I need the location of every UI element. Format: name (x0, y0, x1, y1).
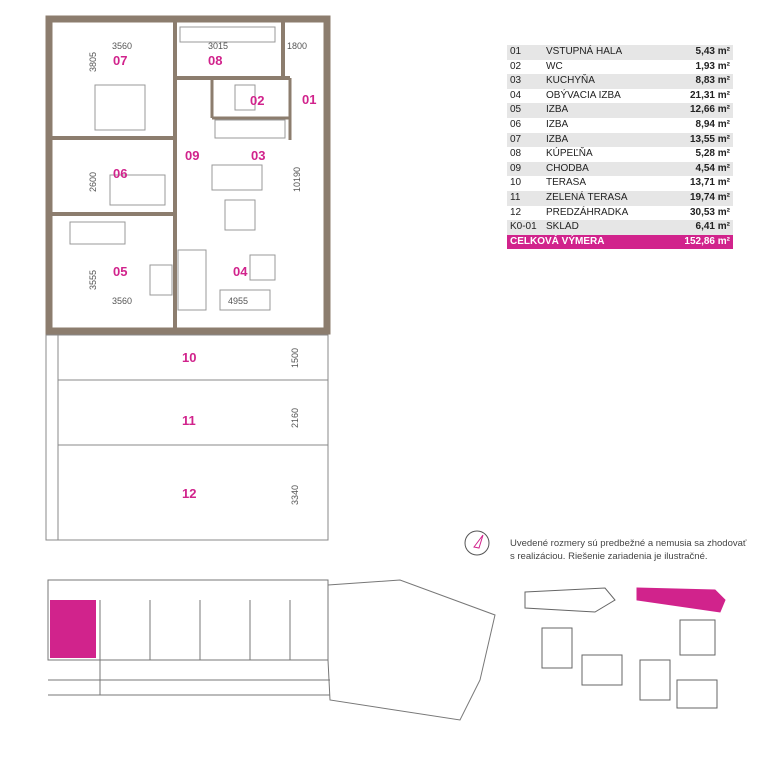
room-name: KUCHYŇA (546, 75, 595, 87)
room-number: 12 (510, 206, 522, 218)
svg-text:3560: 3560 (112, 41, 132, 51)
room-name: ZELENÁ TERASA (546, 191, 628, 203)
svg-text:3555: 3555 (88, 270, 98, 290)
room-area: 5,43 m² (695, 46, 730, 57)
table-row: 05 IZBA 12,66 m² (507, 103, 733, 118)
room-number: 04 (510, 89, 522, 101)
table-row: 10 TERASA 13,71 m² (507, 176, 733, 191)
dimension-labels: 3560 3015 1800 3805 2600 10190 3555 3560… (88, 41, 307, 505)
svg-text:3805: 3805 (88, 52, 98, 72)
svg-text:10190: 10190 (292, 167, 302, 192)
room-number: 03 (510, 75, 522, 87)
room-number: 07 (510, 133, 522, 145)
room-area: 8,94 m² (695, 118, 730, 130)
room-area-table: 01 VSTUPNÁ HALA 5,43 m² 02 WC 1,93 m² 03 KUCHYŇ… (507, 45, 733, 250)
total-area: 152,86 m² (684, 235, 730, 247)
room-area: 19,74 m² (689, 191, 730, 203)
room-area: 13,71 m² (689, 177, 730, 189)
room-name: TERASA (546, 177, 587, 189)
room-number: 02 (510, 60, 522, 72)
svg-text:10: 10 (182, 350, 196, 365)
svg-text:1500: 1500 (290, 348, 300, 368)
room-area: 5,28 m² (695, 148, 730, 160)
svg-text:11: 11 (182, 413, 196, 428)
room-area: 13,55 m² (689, 133, 730, 145)
room-name: IZBA (546, 118, 569, 130)
building-key-plan (524, 587, 726, 709)
table-row: 08 KÚPEĽŇA 5,28 m² (507, 147, 733, 162)
room-name: IZBA (546, 104, 569, 116)
room-name: KÚPEĽŇA (546, 148, 593, 160)
table-row: 07 IZBA 13,55 m² (507, 132, 733, 148)
room-number: 01 (510, 46, 522, 57)
total-row: CELKOVÁ VÝMERA 152,86 m² (507, 234, 733, 250)
svg-text:05: 05 (113, 264, 127, 279)
room-area: 21,31 m² (689, 89, 730, 101)
room-number: 06 (510, 118, 522, 130)
room-number: K0-01 (510, 221, 537, 233)
room-number: 05 (510, 104, 522, 116)
svg-text:09: 09 (185, 148, 199, 163)
svg-text:1800: 1800 (287, 41, 307, 51)
table-row: 09 CHODBA 4,54 m² (507, 161, 733, 177)
svg-text:3015: 3015 (208, 41, 228, 51)
room-area: 1,93 m² (695, 60, 730, 72)
room-name: PREDZÁHRADKA (546, 206, 629, 218)
room-area: 8,83 m² (695, 75, 730, 87)
north-arrow-icon (464, 530, 490, 556)
site-plan (47, 579, 496, 721)
svg-text:03: 03 (251, 148, 265, 163)
terrace-areas (45, 334, 329, 541)
table-row: 02 WC 1,93 m² (507, 60, 733, 75)
table-row: 04 OBÝVACIA IZBA 21,31 m² (507, 89, 733, 104)
room-area: 6,41 m² (695, 221, 730, 233)
svg-text:08: 08 (208, 53, 222, 68)
svg-text:3560: 3560 (112, 296, 132, 306)
table-row: 03 KUCHYŇA 8,83 m² (507, 74, 733, 89)
highlighted-unit (50, 600, 96, 658)
room-name: IZBA (546, 133, 569, 145)
svg-text:4955: 4955 (228, 296, 248, 306)
table-row: 12 PREDZÁHRADKA 30,53 m² (507, 206, 733, 221)
table-row: 11 ZELENÁ TERASA 19,74 m² (507, 190, 733, 206)
table-row: K0-01 SKLAD 6,41 m² (507, 220, 733, 235)
room-number: 11 (510, 191, 521, 203)
svg-text:06: 06 (113, 166, 127, 181)
svg-text:3340: 3340 (290, 485, 300, 505)
svg-text:2600: 2600 (88, 172, 98, 192)
disclaimer-note: Uvedené rozmery sú predbežné a nemusia s… (510, 538, 747, 562)
apartment-walls (45, 15, 331, 335)
svg-text:01: 01 (302, 92, 316, 107)
table-row: 01 VSTUPNÁ HALA 5,43 m² (507, 45, 733, 60)
room-name: OBÝVACIA IZBA (546, 89, 621, 101)
room-number: 10 (510, 177, 522, 189)
room-number: 09 (510, 162, 522, 174)
room-name: CHODBA (546, 162, 589, 174)
svg-text:04: 04 (233, 264, 248, 279)
room-labels: 07 08 01 02 09 03 06 05 04 10 11 12 (113, 53, 316, 501)
svg-text:2160: 2160 (290, 408, 300, 428)
total-label: CELKOVÁ VÝMERA (510, 235, 605, 247)
room-area: 12,66 m² (689, 104, 730, 116)
room-name: VSTUPNÁ HALA (546, 46, 623, 57)
room-area: 4,54 m² (695, 162, 730, 174)
svg-text:02: 02 (250, 93, 264, 108)
svg-text:07: 07 (113, 53, 127, 68)
table-row: 06 IZBA 8,94 m² (507, 118, 733, 133)
room-name: WC (546, 60, 563, 72)
furniture (69, 26, 286, 311)
room-number: 08 (510, 148, 522, 160)
room-area: 30,53 m² (689, 206, 730, 218)
svg-text:12: 12 (182, 486, 196, 501)
room-name: SKLAD (546, 221, 579, 233)
